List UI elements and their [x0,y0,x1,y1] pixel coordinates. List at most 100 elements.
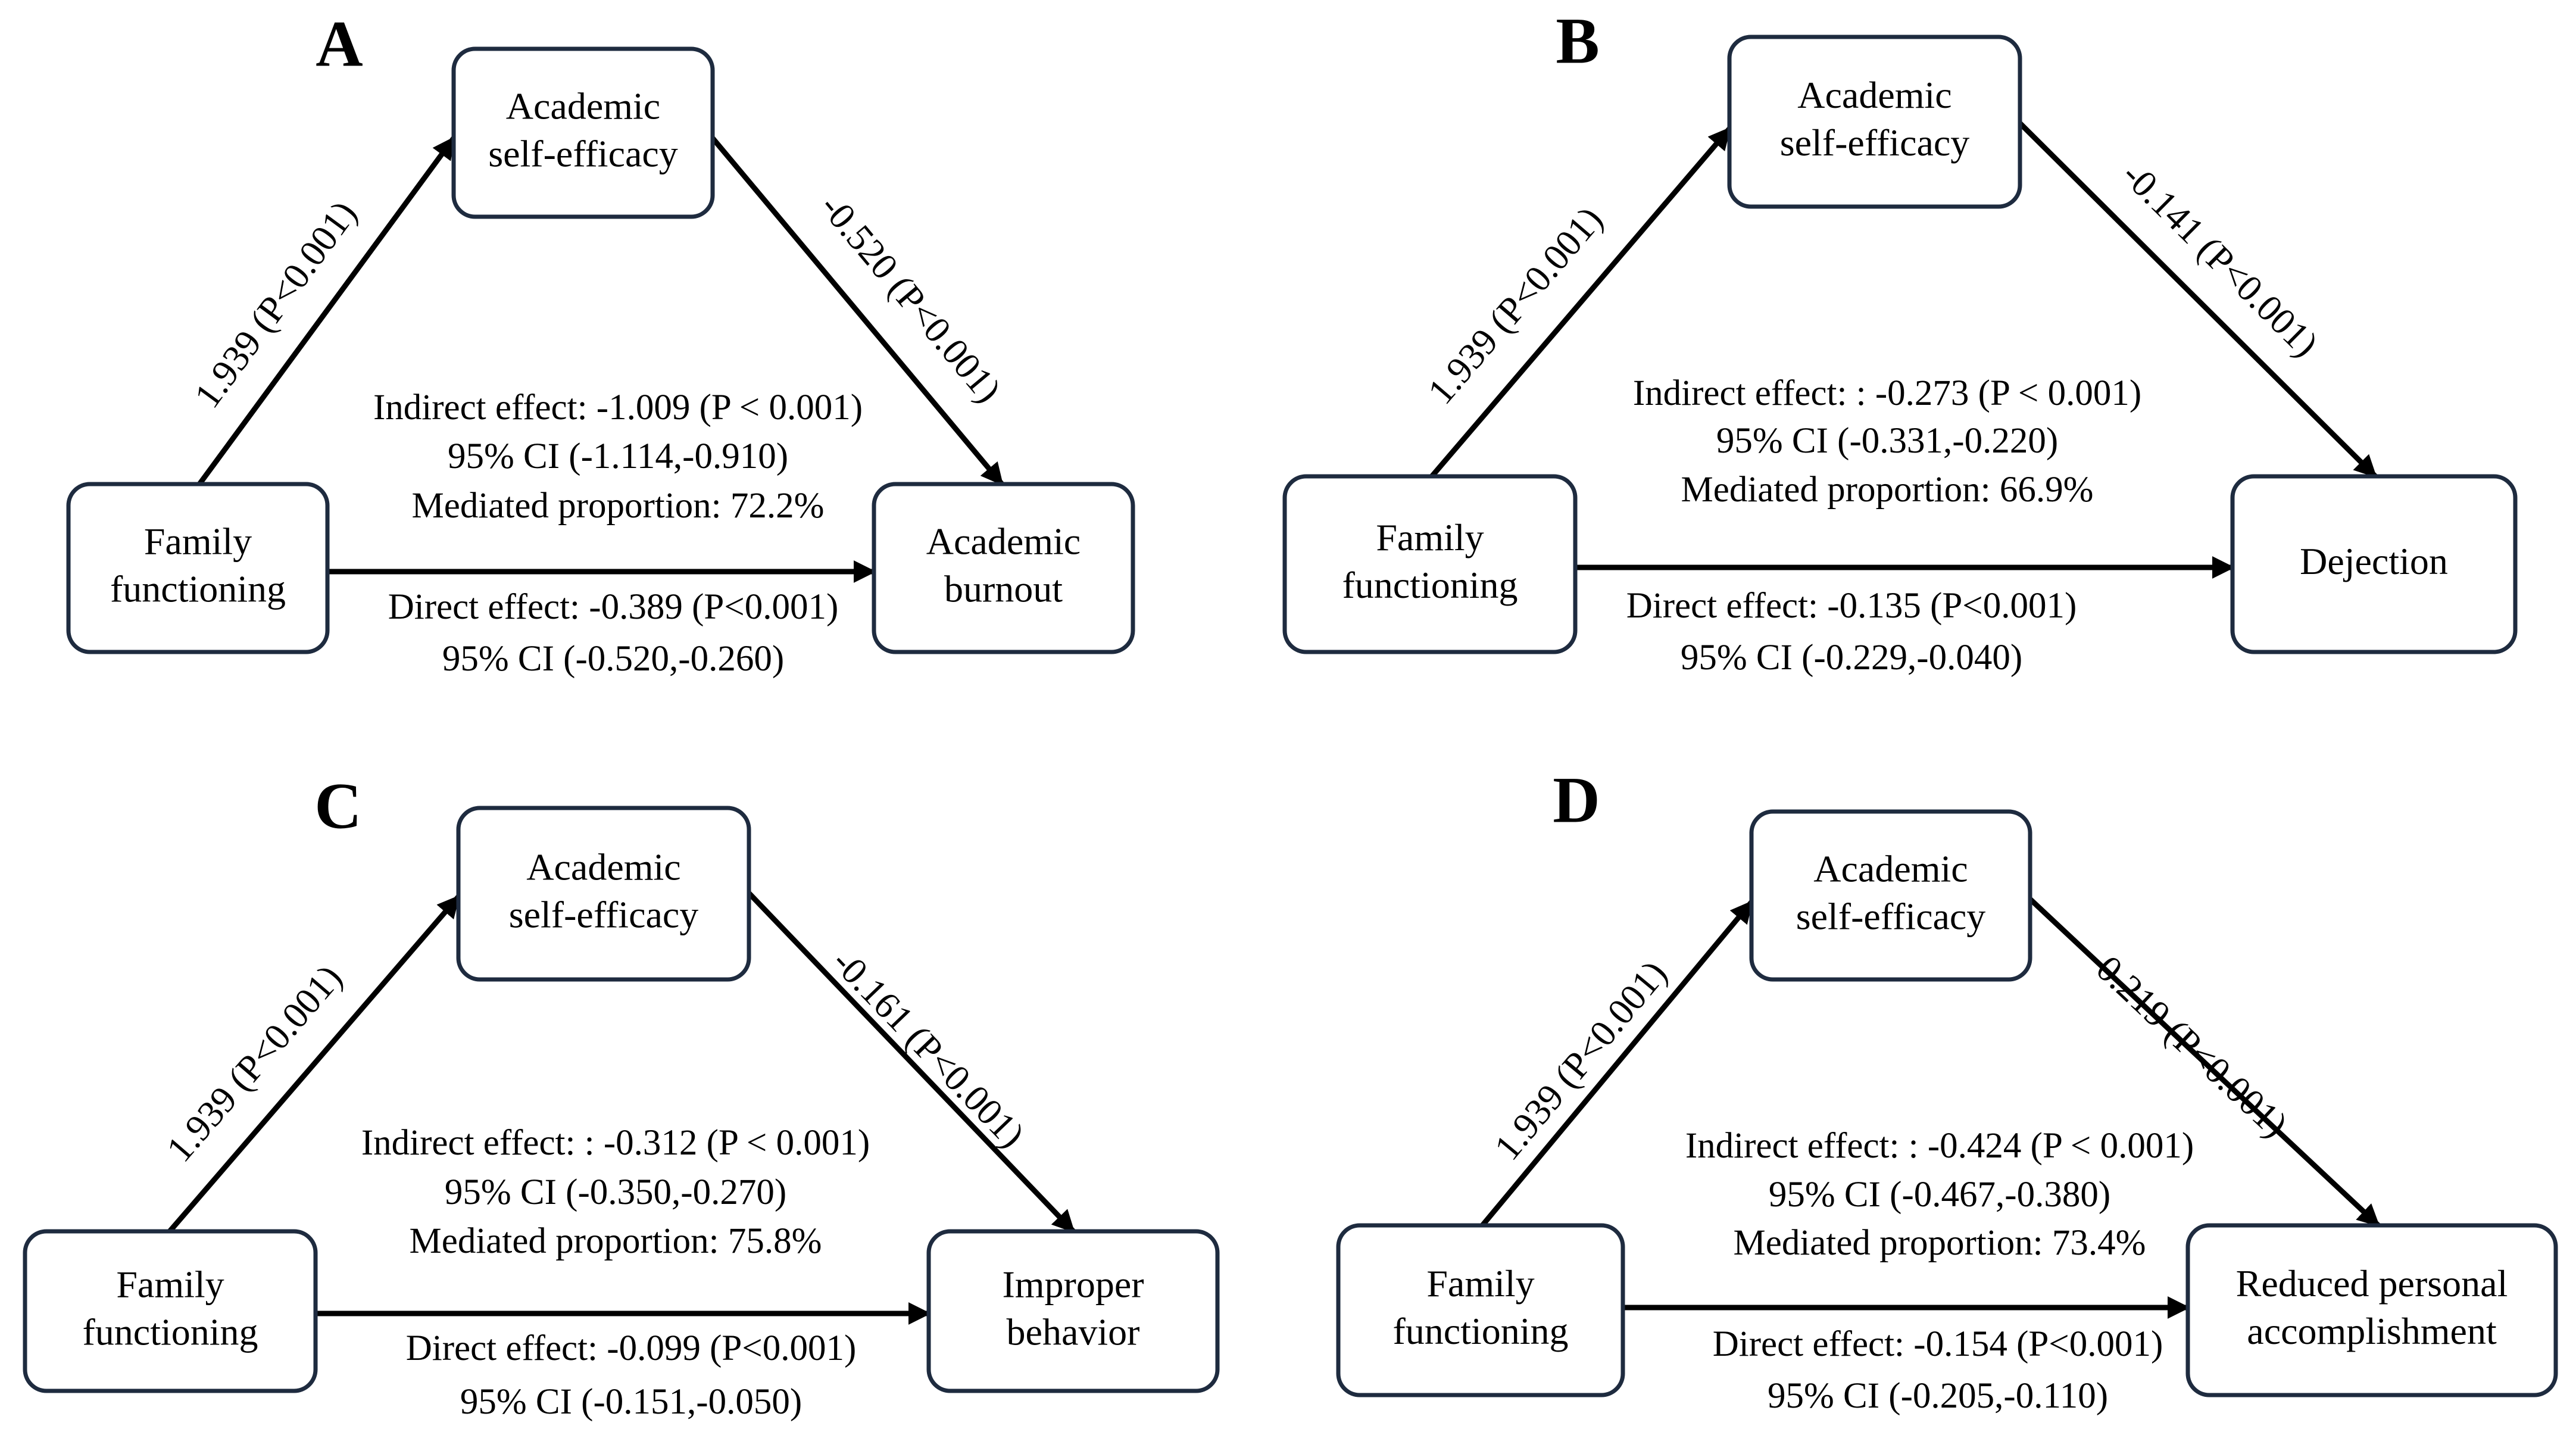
mediator-node-frame [456,806,751,982]
predictor-node-label-line: functioning [1342,564,1518,606]
indirect-effect-line: Indirect effect: : -0.273 (P < 0.001) [1633,373,2141,413]
predictor-node-label-line: Family [144,520,252,563]
predictor-node-label-line: functioning [110,568,286,610]
path-a-label: 1.939 (P<0.001) [1486,953,1675,1168]
predictor-node-label: Family functioning [1392,1262,1568,1352]
mediator-node-label: Academic self-efficacy [509,846,699,936]
predictor-node-label: Family functioning [1342,516,1518,606]
mediator-node-label-line: Academic [506,85,660,127]
mediator-node-frame [451,46,715,219]
path-a-arrow [1480,900,1754,1227]
direct-effect-line: 95% CI (-0.229,-0.040) [1681,638,2022,678]
mediator-node-label-line: self-efficacy [488,133,678,175]
outcome-node-frame [2230,474,2518,654]
mediator-node-label-line: Academic [526,846,680,888]
indirect-effect-line: Mediated proportion: 66.9% [1681,470,2094,510]
outcome-node-label-line: behavior [1007,1311,1140,1353]
outcome-node-frame [872,482,1135,654]
indirect-effect-block: Indirect effect: : -0.273 (P < 0.001) 95%… [1633,373,2141,510]
outcome-node-frame [926,1229,1220,1393]
path-b-arrow [747,891,1076,1234]
predictor-node: Family functioning [1282,474,1578,654]
path-a-arrow [197,136,456,486]
path-b-arrow [2028,897,2381,1228]
direct-effect-line: 95% CI (-0.205,-0.110) [1768,1376,2108,1416]
outcome-node-label-line: Improper [1002,1263,1144,1306]
outcome-node-label: Academic burnout [926,520,1081,610]
indirect-effect-line: Indirect effect: -1.009 (P < 0.001) [373,388,863,428]
direct-effect-block: Direct effect: -0.154 (P<0.001) 95% CI (-… [1713,1324,2163,1416]
direct-effect-line: Direct effect: -0.154 (P<0.001) [1713,1324,2163,1364]
mediator-node-label-line: self-efficacy [1780,121,1970,164]
direct-effect-line: Direct effect: -0.099 (P<0.001) [406,1328,857,1368]
predictor-node: Family functioning [1336,1223,1625,1397]
direct-effect-line: 95% CI (-0.520,-0.260) [442,639,784,679]
mediator-node: Academic self-efficacy [451,46,715,219]
indirect-effect-block: Indirect effect: : -0.424 (P < 0.001)95%… [1685,1126,2194,1263]
predictor-node: Family functioning [66,482,330,654]
predictor-node-frame [66,482,330,654]
direct-effect-block: Direct effect: -0.099 (P<0.001) 95% CI (-… [406,1328,857,1422]
mediator-node: Academic self-efficacy [1727,35,2022,209]
mediator-node-label: Academic self-efficacy [488,85,678,175]
panel-letter: D [1553,763,1600,836]
mediator-node-frame [1749,809,2032,982]
predictor-node-label-line: Family [116,1263,224,1306]
outcome-node: Academic burnout [872,482,1135,654]
predictor-node-label-line: functioning [82,1311,258,1353]
outcome-node-label-line: burnout [944,568,1063,610]
predictor-node-label: Family functioning [82,1263,258,1353]
direct-effect-block: Direct effect: -0.389 (P<0.001) 95% CI (-… [388,587,839,679]
predictor-node-frame [1336,1223,1625,1397]
outcome-node-label: Dejection [2300,540,2448,582]
path-b-label: -0.141 (P<0.001) [2114,154,2326,365]
predictor-node: Family functioning [23,1229,318,1393]
indirect-effect-block: Indirect effect: : -0.312 (P < 0.001) 95%… [361,1123,870,1261]
predictor-node-frame [23,1229,318,1393]
mediator-node-label-line: self-efficacy [1796,896,1986,938]
path-a-arrow [167,895,461,1233]
indirect-effect-line: Mediated proportion: 75.8% [410,1221,822,1261]
mediator-node-label-line: Academic [1797,74,1951,116]
mediator-node: Academic self-efficacy [456,806,751,982]
outcome-node-label-line: Academic [926,520,1081,563]
indirect-effect-line: 95% CI (-0.350,-0.270) [445,1172,786,1212]
indirect-effect-line: Mediated proportion: 72.2% [412,486,825,526]
path-b-label: -0.219 (P<0.001) [2079,939,2296,1146]
indirect-effect-line: Indirect effect: : -0.312 (P < 0.001) [361,1123,870,1163]
direct-effect-block: Direct effect: -0.135 (P<0.001) 95% CI (-… [1626,586,2077,678]
predictor-node-label-line: Family [1376,516,1484,559]
panel-letter: B [1556,4,1599,77]
outcome-node: Improper behavior [926,1229,1220,1393]
outcome-node-frame [2185,1223,2558,1397]
direct-effect-line: Direct effect: -0.389 (P<0.001) [388,587,839,627]
indirect-effect-line: Mediated proportion: 73.4% [1734,1223,2146,1263]
direct-effect-line: 95% CI (-0.151,-0.050) [460,1382,802,1422]
mediator-node-label: Academic self-efficacy [1780,74,1970,164]
path-a-label: 1.939 (P<0.001) [158,957,350,1169]
predictor-node-label-line: functioning [1392,1310,1568,1352]
panel-letter: A [316,7,363,80]
outcome-node-label: Improper behavior [1002,1263,1144,1353]
predictor-node-label: Family functioning [110,520,286,610]
panel-letter: C [314,769,361,842]
path-a-arrow [1429,127,1732,478]
direct-effect-line: Direct effect: -0.135 (P<0.001) [1626,586,2077,626]
outcome-node-label-line: Reduced personal [2236,1262,2508,1305]
mediator-node-label-line: self-efficacy [509,894,699,936]
outcome-node: Dejection [2230,474,2518,654]
indirect-effect-line: 95% CI (-0.331,-0.220) [1716,421,2058,461]
mediator-node-frame [1727,35,2022,209]
predictor-node-label-line: Family [1426,1262,1534,1305]
outcome-node-label-line: Dejection [2300,540,2448,582]
indirect-effect-line: Indirect effect: : -0.424 (P < 0.001) [1685,1126,2194,1166]
